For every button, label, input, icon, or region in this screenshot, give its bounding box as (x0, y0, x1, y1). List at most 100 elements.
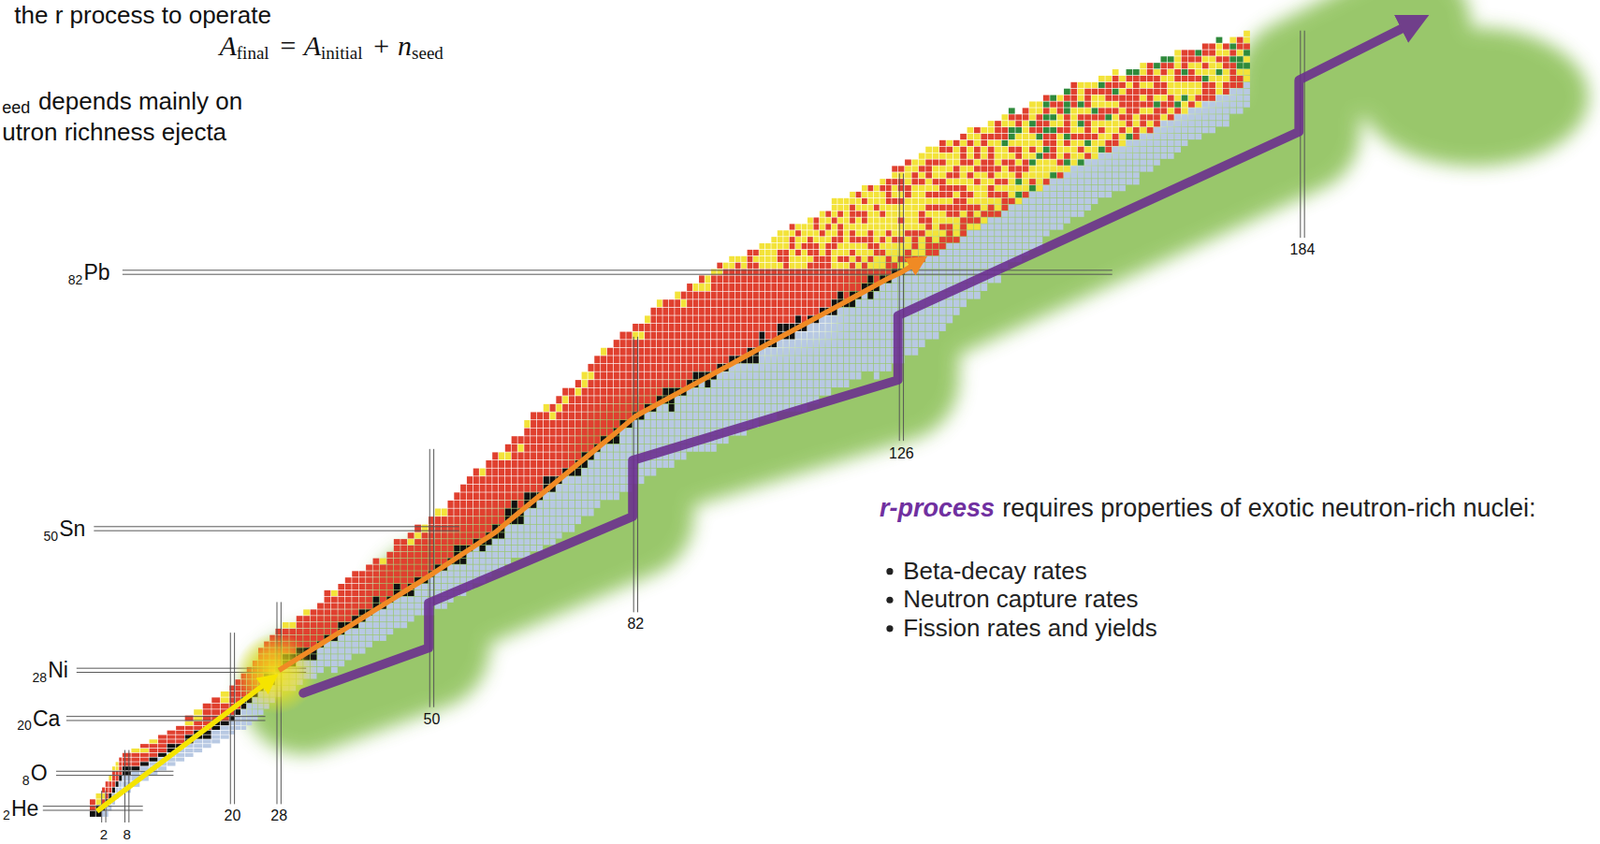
nuclide-cell (441, 577, 448, 583)
nuclide-cell (530, 420, 537, 428)
nuclide-cell (193, 709, 203, 715)
nuclide-cell (825, 355, 831, 364)
nuclide-cell (555, 500, 562, 509)
nuclide-cell (789, 275, 796, 283)
nuclide-cell (669, 379, 675, 388)
nuclide-cell (386, 570, 393, 577)
nuclide-cell (856, 230, 862, 236)
nuclide-cell (543, 500, 550, 509)
nuclide-cell (568, 388, 575, 396)
nuclide-cell (485, 484, 492, 493)
nuclide-cell (317, 628, 324, 635)
nuclide-cell (681, 372, 687, 380)
nuclide-cell (466, 524, 473, 533)
nuclide-cell (359, 603, 366, 610)
nuclide-cell (758, 323, 765, 332)
nuclide-cell (543, 532, 550, 539)
nuclide-cell (711, 355, 717, 364)
nuclide-cell (193, 743, 203, 748)
nuclide-cell (837, 275, 844, 283)
nuclide-cell (843, 372, 850, 380)
nuclide-cell (674, 420, 681, 428)
nuclide-cell (704, 339, 711, 348)
nuclide-cell (741, 315, 747, 323)
nuclide-cell (562, 500, 568, 509)
nuclide-cell (849, 332, 856, 340)
nuclide-cell (777, 275, 784, 283)
nuclide-cell (581, 476, 588, 484)
nuclide-cell (837, 339, 844, 348)
nuclide-cell (807, 307, 814, 316)
nuclide-cell (317, 622, 324, 628)
nuclide-cell (386, 609, 393, 615)
nuclide-cell (698, 404, 705, 412)
nuclide-cell (435, 558, 441, 565)
nuclide-cell (849, 307, 856, 316)
nuclide-cell (252, 709, 258, 715)
nuclide-cell (716, 262, 723, 269)
nuclide-cell (843, 262, 850, 269)
nuclide-cell (625, 339, 632, 348)
nuclide-cell (662, 299, 669, 307)
nuclide-cell (753, 395, 759, 404)
nuclide-cell (795, 299, 801, 307)
nuclide-cell (765, 363, 771, 372)
nuclide-cell (669, 420, 675, 428)
nuclide-cell (359, 635, 366, 641)
nuclide-cell (594, 484, 600, 493)
nuclide-cell (644, 348, 651, 356)
nuclide-cell (414, 609, 422, 615)
nuclide-cell (148, 743, 158, 748)
nuclide-cell (650, 460, 656, 468)
nuclide-cell (562, 444, 568, 452)
nuclide-cell (193, 739, 203, 743)
nuclide-cell (324, 622, 332, 628)
nuclide-cell (837, 236, 844, 243)
nuclide-cell (466, 570, 473, 577)
nuclide-cell (175, 734, 185, 739)
nuclide-cell (669, 411, 675, 420)
nuclide-cell (856, 204, 862, 211)
nuclide-cell (795, 243, 801, 249)
nuclide-cell (116, 781, 119, 787)
nuclide-cell (480, 524, 486, 533)
nuclide-cell (158, 743, 167, 748)
nuclide-cell (537, 428, 543, 437)
nuclide-cell (698, 355, 705, 364)
nuclide-cell (447, 577, 453, 583)
nuclide-cell (220, 691, 230, 698)
nuclide-cell (807, 230, 814, 236)
nuclide-cell (795, 348, 801, 356)
nuclide-cell (116, 761, 119, 766)
nuclide-cell (441, 545, 448, 552)
nuclide-cell (460, 570, 466, 577)
nuclide-cell (674, 315, 681, 323)
nuclide-cell (562, 451, 568, 460)
nuclide-cell (562, 436, 568, 444)
nuclide-cell (523, 538, 530, 545)
nuclide-cell (550, 538, 556, 545)
nuclide-cell (662, 315, 669, 323)
nuclide-cell (441, 532, 448, 539)
nuclide-cell (639, 332, 645, 340)
nuclide-cell (789, 379, 796, 388)
nuclide-cell (753, 307, 759, 316)
nuclide-cell (704, 444, 711, 452)
nuclide-cell (698, 332, 705, 340)
nuclide-cell (473, 558, 480, 565)
nuclide-cell (789, 348, 796, 356)
nuclide-cell (758, 395, 765, 404)
nuclide-cell (587, 476, 594, 484)
nuclide-cell (681, 451, 687, 460)
nuclide-cell (686, 363, 693, 372)
nuclide-cell (783, 379, 789, 388)
nuclide-cell (777, 283, 784, 291)
nuclide-cell (861, 185, 868, 191)
nuclide-cell (716, 355, 723, 364)
nuclide-cell (331, 654, 338, 660)
nuclide-cell (819, 332, 826, 340)
nuclide-cell (831, 217, 838, 223)
nuclide-cell (118, 781, 122, 787)
nuclide-cell (861, 307, 868, 316)
nuclide-cell (867, 204, 873, 211)
